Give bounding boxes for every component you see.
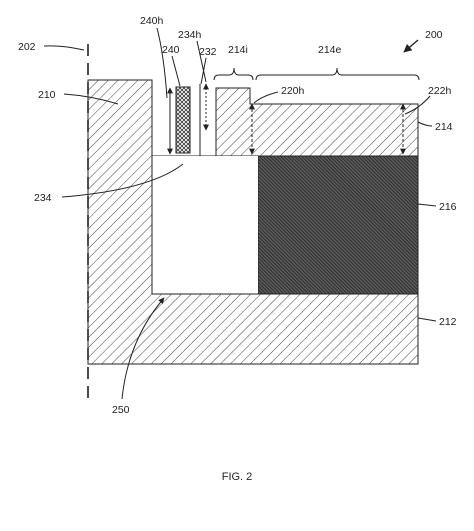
label-214e: 214e <box>318 44 342 56</box>
label-234h: 234h <box>178 29 202 41</box>
label-200: 200 <box>425 29 443 41</box>
label-240h: 240h <box>140 15 164 27</box>
leader-216 <box>417 203 437 207</box>
leader-234h <box>196 40 207 83</box>
label-240: 240 <box>162 44 180 56</box>
leader-212 <box>417 317 437 322</box>
figure-caption: FIG. 2 <box>222 471 253 483</box>
leader-220h <box>253 91 279 104</box>
label-250: 250 <box>112 404 130 416</box>
pointer-200 <box>403 39 419 53</box>
leader-250 <box>121 297 165 400</box>
leader-232 <box>200 57 207 85</box>
label-220h: 220h <box>281 85 305 97</box>
label-210: 210 <box>38 89 56 101</box>
label-222h: 222h <box>428 85 452 97</box>
leader-202 <box>43 45 85 51</box>
cavity <box>152 156 258 294</box>
label-212: 212 <box>439 316 457 328</box>
label-232: 232 <box>199 46 217 58</box>
leader-214 <box>417 121 433 127</box>
leader-222h <box>404 95 431 115</box>
leader-240h <box>156 27 168 99</box>
label-214i: 214i <box>228 44 248 56</box>
component-240 <box>175 86 191 154</box>
label-202: 202 <box>18 41 36 53</box>
dense-region-216 <box>257 155 419 295</box>
leader-210 <box>63 93 119 105</box>
leader-240 <box>171 55 181 87</box>
brace-214i <box>213 67 254 81</box>
leader-234 <box>61 163 184 198</box>
label-234: 234 <box>34 192 52 204</box>
brace-214e <box>255 67 420 81</box>
label-216: 216 <box>439 201 457 213</box>
label-214: 214 <box>435 121 453 133</box>
